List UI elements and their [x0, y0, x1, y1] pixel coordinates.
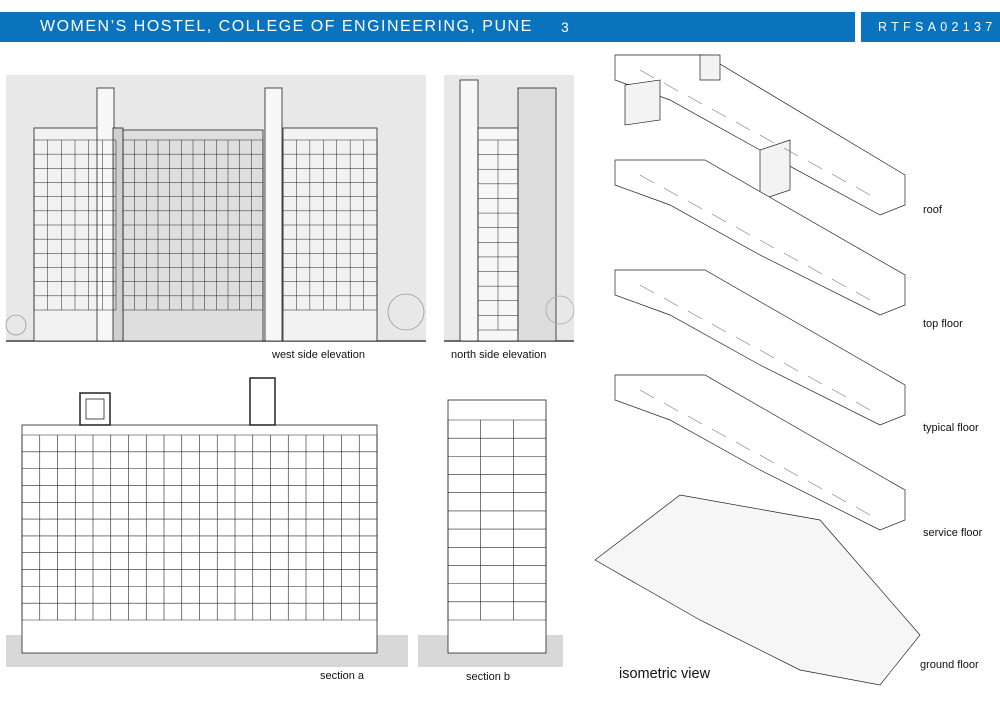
sheet-title: WOMEN’S HOSTEL, COLLEGE OF ENGINEERING, … [40, 18, 533, 35]
floor-label-top: top floor [923, 318, 963, 330]
floor-label-typical: typical floor [923, 422, 979, 434]
code-bar [861, 12, 1000, 42]
title-bar [0, 12, 855, 42]
page-number: 3 [561, 19, 569, 35]
section-a-drawing [6, 377, 408, 667]
section-b-drawing [418, 399, 563, 667]
section-b-label: section b [466, 671, 511, 683]
north-elevation-label: north side elevation [451, 349, 547, 361]
isometric-drawing [594, 54, 921, 686]
floor-label-ground: ground floor [920, 659, 979, 671]
isometric-label: isometric view [619, 666, 711, 682]
north-elevation-drawing [444, 75, 575, 342]
west-elevation-drawing [5, 75, 426, 342]
floor-label-roof: roof [923, 204, 942, 216]
floor-label-service: service floor [923, 527, 983, 539]
sheet-code: RTFSA02137 [878, 20, 997, 34]
west-elevation-label: west side elevation [272, 349, 365, 361]
section-a-label: section a [320, 670, 365, 682]
